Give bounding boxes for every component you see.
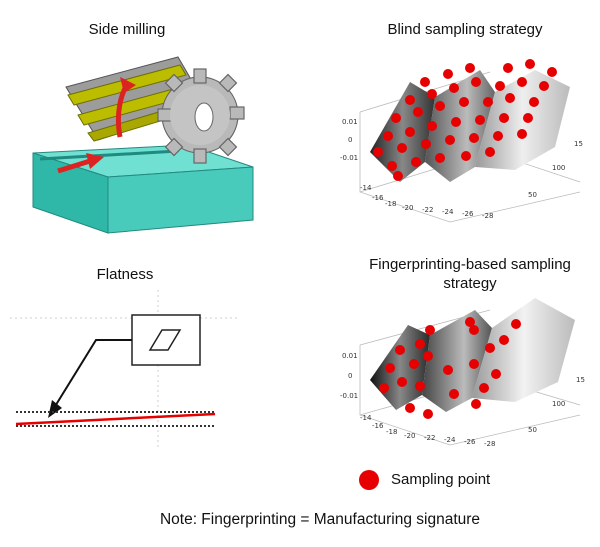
cutter-end-gear-icon: [157, 68, 245, 164]
z-tick: 0.01: [342, 118, 358, 126]
y-tick: 50: [528, 426, 537, 434]
milling-cutter: [65, 56, 245, 164]
x-tick: -14: [360, 184, 372, 192]
blind-sampling-title: Blind sampling strategy: [387, 21, 543, 38]
y-tick: 15: [574, 140, 583, 148]
blind-sampling-plot: 0.01 0 -0.01 -14 -16 -18 -20 -22 -24 -26…: [330, 42, 595, 227]
x-tick: -16: [372, 194, 384, 202]
surface-profile-line: [15, 412, 216, 426]
x-tick: -16: [372, 422, 384, 430]
x-tick: -26: [464, 438, 476, 446]
z-tick: -0.01: [340, 392, 358, 400]
flatness-title: Flatness: [96, 266, 154, 283]
leader-arrow-icon: [48, 339, 132, 418]
z-tick: 0.01: [342, 352, 358, 360]
x-tick: -24: [444, 436, 456, 444]
side-milling-illustration: [28, 55, 258, 240]
x-tick: -18: [385, 200, 396, 208]
y-tick: 15: [576, 376, 585, 384]
x-tick: -26: [462, 210, 474, 218]
x-tick: -14: [360, 414, 372, 422]
x-tick: -28: [484, 440, 495, 448]
fingerprint-sampling-points: [379, 317, 521, 419]
legend-label: Sampling point: [391, 471, 491, 488]
sampling-point-marker-icon: [359, 470, 379, 490]
x-tick: -18: [386, 428, 397, 436]
feed-arrow-icon: [57, 153, 104, 174]
z-tick: -0.01: [340, 154, 358, 162]
z-tick: 0: [348, 372, 352, 380]
z-tick: 0: [348, 136, 352, 144]
x-tick: -28: [482, 212, 493, 220]
blind-sampling-points: [373, 59, 557, 181]
note-text: Note: Fingerprinting = Manufacturing sig…: [159, 511, 481, 528]
flatness-symbol-icon: [131, 314, 201, 366]
surface-waves: [370, 298, 575, 412]
x-tick: -24: [442, 208, 454, 216]
x-tick: -20: [402, 204, 413, 212]
x-tick: -20: [404, 432, 415, 440]
fingerprint-title-line2: strategy: [443, 275, 497, 292]
x-tick: -22: [422, 206, 433, 214]
y-tick: 50: [528, 191, 537, 199]
fingerprint-title-line1: Fingerprinting-based sampling: [369, 256, 571, 273]
y-tick: 100: [552, 164, 565, 172]
legend: Sampling point: [357, 468, 517, 492]
flatness-illustration: [10, 290, 240, 455]
x-tick: -22: [424, 434, 435, 442]
y-tick: 100: [552, 400, 565, 408]
side-milling-title: Side milling: [88, 21, 166, 38]
fingerprint-sampling-plot: 0.01 0 -0.01 -14 -16 -18 -20 -22 -24 -26…: [330, 290, 595, 455]
